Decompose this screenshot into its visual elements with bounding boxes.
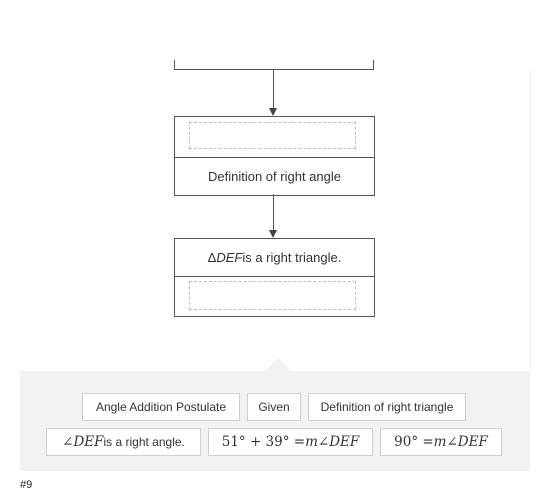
- angle-var: DEF: [457, 434, 488, 450]
- measure-m: m: [433, 434, 447, 450]
- previous-step-connector: [174, 60, 374, 70]
- option-90-equals[interactable]: 90° = m∠DEF: [380, 428, 502, 456]
- reason-text: Definition of right angle: [208, 169, 341, 184]
- arrow-down-icon: [269, 108, 277, 116]
- angle-symbol: ∠: [446, 434, 458, 450]
- statement-drop-slot-1[interactable]: [175, 117, 374, 157]
- option-definition-of-right-triangle[interactable]: Definition of right triangle: [308, 393, 466, 421]
- drop-target-outline: [189, 122, 356, 149]
- arrow-down-icon: [269, 230, 277, 238]
- drop-target-outline: [189, 281, 356, 310]
- statement-symbol: Δ: [207, 250, 217, 265]
- option-given[interactable]: Given: [247, 393, 301, 421]
- option-51-plus-39-equals[interactable]: 51° + 39° = m∠DEF: [208, 428, 373, 456]
- option-label: Angle Addition Postulate: [95, 400, 227, 414]
- equation-lhs: 51° + 39° =: [221, 434, 306, 450]
- angle-var: DEF: [329, 434, 360, 450]
- step-box-1: Definition of right angle: [174, 116, 375, 196]
- answer-bank: [20, 371, 530, 471]
- step-1-reason: Definition of right angle: [175, 157, 374, 195]
- option-label: Given: [258, 400, 290, 414]
- arrow-line-2: [273, 194, 274, 230]
- option-rest: is a right angle.: [103, 435, 185, 449]
- option-label: Definition of right triangle: [320, 400, 454, 414]
- reason-drop-slot-2[interactable]: [175, 276, 374, 316]
- bank-pointer: [265, 358, 291, 371]
- scroll-track: [530, 68, 531, 368]
- statement-var: DEF: [216, 250, 243, 265]
- arrow-line-1: [273, 70, 274, 108]
- statement-rest: is a right triangle.: [242, 250, 342, 265]
- option-angle-addition-postulate[interactable]: Angle Addition Postulate: [82, 393, 240, 421]
- angle-symbol: ∠: [62, 434, 74, 450]
- equation-lhs: 90° =: [394, 434, 434, 450]
- question-number: #9: [20, 479, 33, 491]
- angle-var: DEF: [73, 434, 104, 450]
- angle-symbol: ∠: [317, 434, 330, 450]
- measure-m: m: [305, 434, 318, 450]
- option-angle-def-right-angle[interactable]: ∠DEF is a right angle.: [46, 428, 201, 456]
